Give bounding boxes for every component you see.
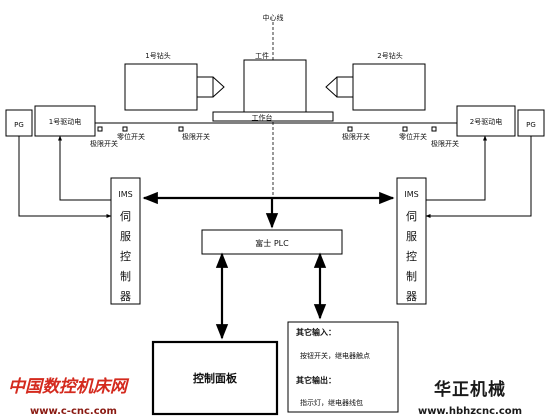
drive-motor-1 — [34, 105, 96, 137]
pg-encoder-right — [517, 109, 545, 137]
servo-left-line-3: 控 — [120, 249, 131, 263]
servo-left-line-2: 服 — [120, 230, 131, 243]
limit-switch-right-inner — [347, 126, 353, 132]
zero-switch-right — [402, 126, 408, 132]
limit-switch-right-outer-label: 极限开关 — [431, 139, 459, 148]
pg-encoder-right-label: PG — [526, 121, 536, 129]
connector-pg-left-servo — [18, 136, 112, 218]
servo-left-line-1: 伺 — [120, 210, 131, 223]
watermark-left-brand: 中国数控机床网 — [8, 377, 130, 397]
drill-head-1-bit — [212, 76, 225, 98]
limit-switch-left-inner — [178, 126, 184, 132]
drill-head-2 — [352, 63, 426, 111]
limit-switch-left-outer — [97, 126, 103, 132]
drive-motor-2-label: 2号驱动电 — [470, 117, 502, 126]
drive-motor-2 — [456, 105, 516, 137]
servo-right-line-2: 服 — [406, 230, 417, 243]
servo-left-line-5: 器 — [120, 290, 131, 303]
servo-controller-right — [396, 177, 427, 305]
zero-switch-right-label: 零位开关 — [399, 132, 427, 141]
connector-servo-motor-right — [426, 135, 487, 201]
limit-switch-left-inner-label: 极限开关 — [182, 132, 210, 141]
workpiece — [243, 59, 307, 113]
connector-pg-right-servo — [425, 136, 532, 218]
connector-servo-motor-left — [58, 135, 111, 201]
control-panel-box — [151, 340, 279, 416]
other-output-detail: 指示灯，继电器线包 — [300, 398, 363, 407]
watermark-right-url: www.hbhzcnc.com — [418, 406, 522, 417]
limit-switch-left-outer-label: 极限开关 — [90, 139, 118, 148]
other-output-title: 其它输出： — [296, 375, 336, 385]
other-input-detail: 按钮开关，继电器触点 — [300, 351, 370, 360]
plc-box — [201, 229, 343, 255]
servo-right-line-1: 伺 — [406, 210, 417, 223]
control-panel-label: 控制面板 — [193, 371, 238, 385]
other-input-title: 其它输入： — [296, 327, 336, 337]
servo-left-line-0: IMS — [118, 190, 132, 199]
drill-head-2-spindle — [336, 76, 354, 98]
center-axis-label: 中心线 — [263, 13, 284, 22]
servo-right-line-4: 制 — [406, 270, 417, 283]
drill-head-2-label: 2号钻头 — [377, 51, 402, 60]
worktable — [212, 111, 334, 122]
zero-switch-left — [122, 126, 128, 132]
limit-switch-right-inner-label: 极限开关 — [342, 132, 370, 141]
watermark-left-url: www.c-cnc.com — [30, 406, 117, 417]
drive-motor-1-label: 1号驱动电 — [49, 117, 81, 126]
servo-controller-left — [110, 177, 141, 305]
pg-encoder-left-label: PG — [14, 121, 24, 129]
drill-head-1-label: 1号钻头 — [145, 51, 170, 60]
drill-head-1 — [124, 63, 198, 111]
drill-head-2-bit — [325, 76, 338, 98]
watermark-right-brand: 华正机械 — [434, 379, 506, 400]
zero-switch-left-label: 零位开关 — [117, 132, 145, 141]
limit-switch-right-outer — [431, 126, 437, 132]
servo-left-line-4: 制 — [120, 270, 131, 283]
servo-right-line-3: 控 — [406, 249, 417, 263]
servo-right-line-0: IMS — [404, 190, 418, 199]
servo-right-line-5: 器 — [406, 290, 417, 303]
worktable-label: 工作台 — [252, 113, 273, 122]
plc-label: 富士 PLC — [255, 238, 289, 248]
workpiece-label: 工件 — [255, 51, 269, 60]
other-io-box — [287, 321, 399, 413]
drill-head-1-spindle — [196, 76, 214, 98]
